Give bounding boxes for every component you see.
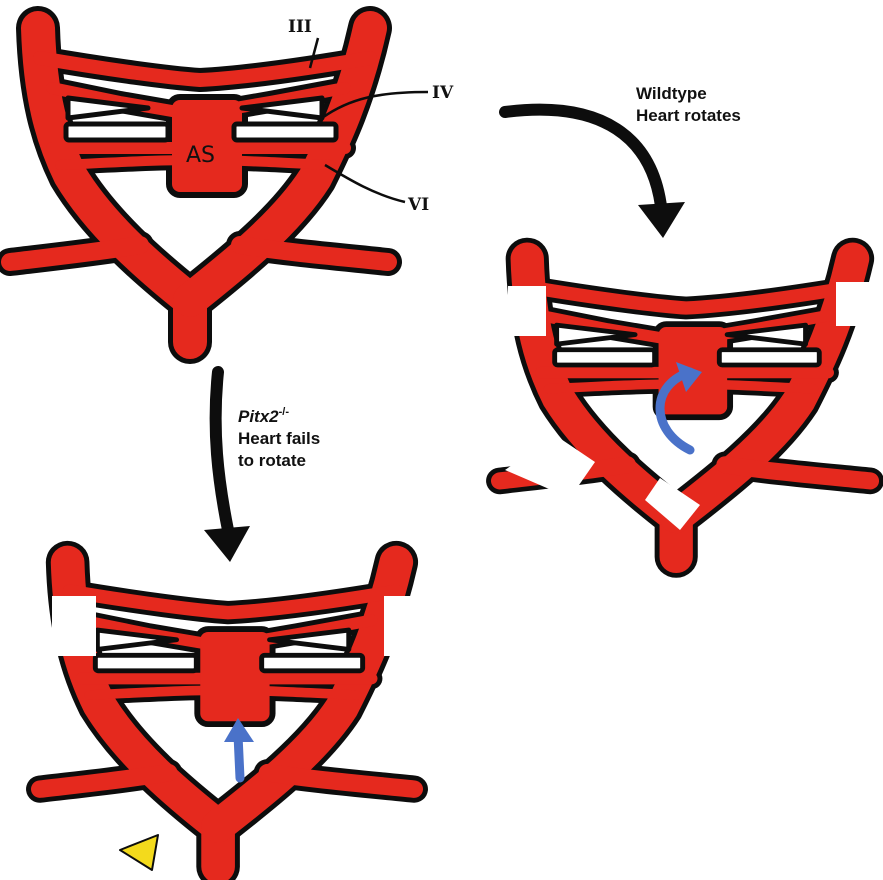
arch-label-vi: VI [407, 195, 429, 215]
wildtype-arch-diagram [500, 259, 878, 557]
mutant-arch-diagram [40, 562, 428, 867]
mutant-label-line3: to rotate [238, 451, 306, 470]
mutant-label-gene: Pitx2-/- [238, 406, 289, 426]
triangle-marker-icon [120, 835, 158, 870]
arch-label-iii: III [288, 17, 312, 37]
wildtype-label-line1: Wildtype [636, 84, 707, 103]
wildtype-label-line2: Heart rotates [636, 106, 741, 125]
top-arch-diagram [10, 28, 388, 342]
arch-label-iv: IV [432, 83, 454, 103]
mutant-label-line2: Heart fails [238, 429, 320, 448]
arrow-to-wildtype [505, 110, 685, 238]
aortic-sac-label: AS [186, 143, 215, 168]
